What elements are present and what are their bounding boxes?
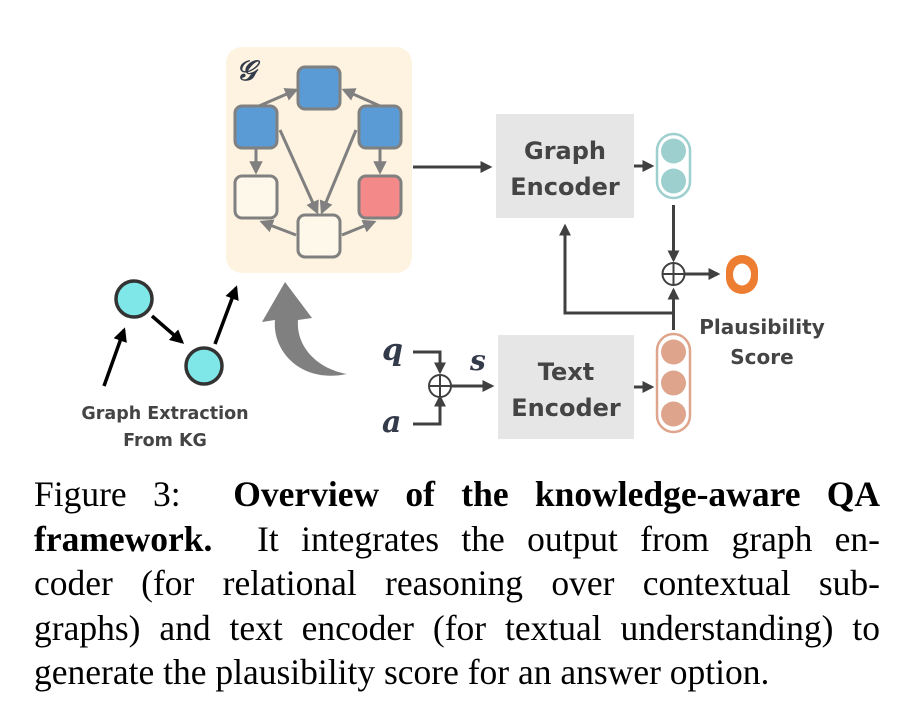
caption-line-2: framework. It integrates the output from… bbox=[34, 517, 880, 562]
node-blue-top bbox=[296, 65, 342, 111]
graph-encoder-box bbox=[496, 114, 634, 218]
text-embedding-vector bbox=[655, 332, 692, 434]
sum-operator-output bbox=[661, 262, 686, 286]
kg-extraction: Graph Extraction From KG bbox=[81, 279, 249, 451]
plausibility-score-node bbox=[726, 255, 758, 294]
arrow-q-to-concat bbox=[413, 350, 446, 375]
subgraph-edges bbox=[249, 88, 387, 237]
graph-vector-cell bbox=[661, 138, 686, 164]
sum-operator-input bbox=[428, 374, 452, 398]
plausibility-score-label-2: Score bbox=[730, 345, 793, 369]
curved-extraction-arrow-icon bbox=[262, 282, 347, 376]
kg-node bbox=[184, 346, 224, 386]
knowledge-aware-qa-diagram: 𝒢 Graph Encoder bbox=[81, 47, 825, 451]
figure-caption: Figure 3: Overview of the knowledge-awar… bbox=[34, 472, 880, 695]
input-a-label: a bbox=[382, 405, 401, 440]
caption-figure-label: Figure 3: bbox=[34, 474, 181, 514]
arrow-a-to-concat bbox=[413, 394, 446, 426]
kg-extraction-label-1: Graph Extraction bbox=[81, 404, 248, 424]
caption-title-end: framework. bbox=[34, 518, 213, 559]
edge bbox=[258, 88, 299, 108]
subgraph-nodes bbox=[233, 65, 403, 259]
input-q-label: q bbox=[382, 333, 403, 368]
text-vector-cell bbox=[661, 339, 686, 365]
plausibility-score-label-1: Plausibility bbox=[699, 315, 825, 339]
caption-text: It integrates the output from graph en- bbox=[257, 518, 880, 559]
caption-line-4: graphs) and text encoder (for textual un… bbox=[34, 607, 880, 648]
node-blue-left bbox=[233, 104, 279, 150]
caption-line-1: Figure 3: Overview of the knowledge-awar… bbox=[34, 472, 880, 517]
subgraph-panel: 𝒢 bbox=[226, 47, 412, 273]
edge bbox=[341, 88, 381, 108]
node-empty-bottom bbox=[296, 213, 342, 259]
edge bbox=[278, 129, 319, 215]
caption-line-5: generate the plausibility score for an a… bbox=[34, 652, 770, 692]
edge bbox=[319, 129, 358, 215]
caption-title: Overview of the knowledge-aware QA bbox=[233, 474, 880, 514]
graph-encoder-label-2: Encoder bbox=[510, 173, 620, 201]
kg-extraction-label-2: From KG bbox=[123, 431, 207, 451]
arrow-text-to-graph-encoder bbox=[559, 223, 674, 315]
arrow-into-kg-node bbox=[102, 327, 127, 387]
graph-encoder: Graph Encoder bbox=[496, 114, 634, 218]
caption-line-3: coder (for relational reasoning over con… bbox=[34, 563, 880, 603]
text-encoder-box bbox=[498, 335, 634, 439]
text-encoder: Text Encoder bbox=[498, 335, 634, 439]
edge bbox=[341, 219, 377, 237]
graph-vector-cell bbox=[661, 168, 686, 194]
graph-encoder-label-1: Graph bbox=[524, 137, 606, 165]
node-empty-left bbox=[233, 174, 279, 220]
node-blue-right bbox=[357, 104, 403, 150]
graph-embedding-vector bbox=[655, 132, 692, 200]
text-encoder-label-2: Encoder bbox=[511, 394, 621, 422]
kg-node bbox=[114, 279, 154, 319]
score-hole bbox=[733, 263, 751, 286]
input-s-label: s bbox=[469, 344, 486, 377]
edge bbox=[259, 219, 297, 237]
arrow-kg-edge bbox=[150, 314, 185, 344]
text-vector-cell bbox=[661, 401, 686, 427]
text-encoder-label-1: Text bbox=[538, 358, 594, 386]
text-vector-cell bbox=[661, 370, 686, 396]
node-red-right bbox=[357, 174, 403, 220]
arrow-kg-to-subgraph bbox=[213, 285, 239, 345]
